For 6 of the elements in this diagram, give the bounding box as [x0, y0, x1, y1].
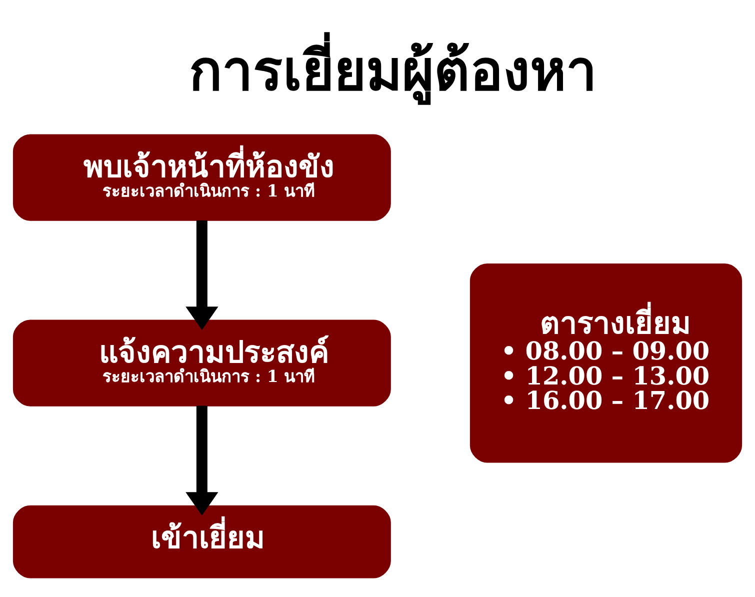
node-box: แจ้งความประสงค์ ระยะเวลาดำเนินการ : 1 นาที	[12, 320, 391, 406]
node-box: พบเจ้าหน้าที่ห้องขัง ระยะเวลาดำเนินการ : 1 นาที	[12, 134, 391, 221]
arrow	[186, 406, 218, 516]
node-box: ตารางเยี่ยม • 08.00 – 09.00 • 12.00 – 13.00 • 16.00 – 17.00	[470, 263, 742, 463]
node-box: เข้าเยี่ยม	[12, 505, 391, 578]
arrow	[186, 220, 218, 330]
